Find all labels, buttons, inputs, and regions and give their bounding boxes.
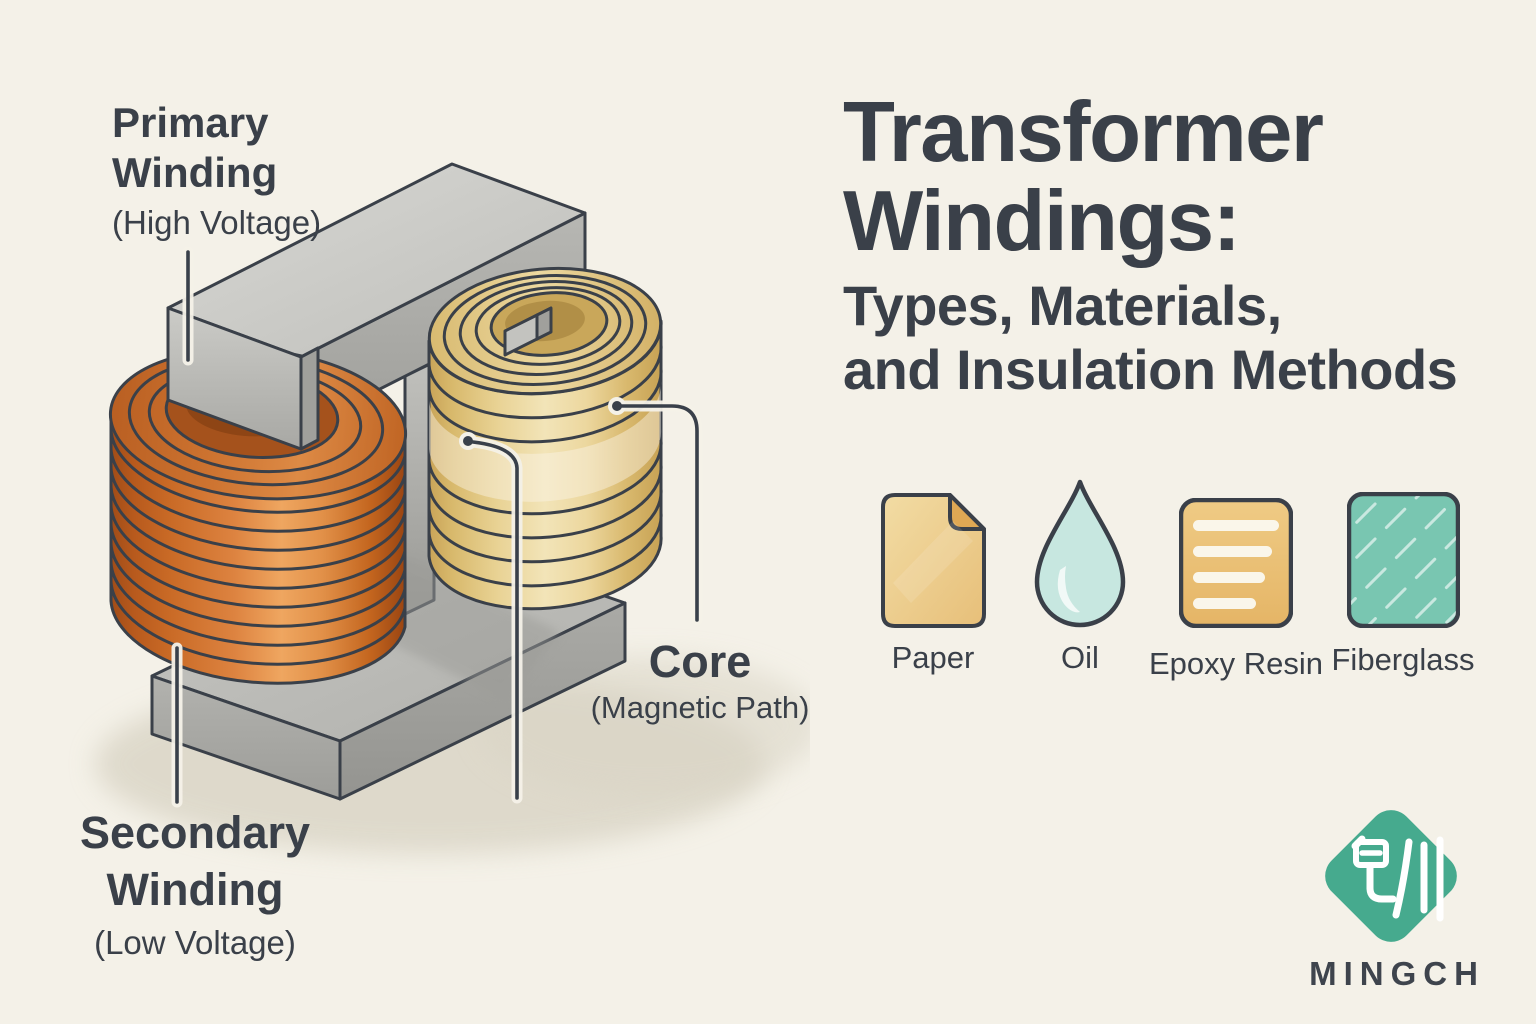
oil-droplet-icon — [1034, 479, 1126, 628]
primary-winding-turns — [109, 428, 407, 666]
brand-logo: MINGCH — [1297, 796, 1497, 993]
material-label-fiberglass: Fiberglass — [1331, 642, 1475, 677]
title-line-1: Transformer — [843, 85, 1324, 180]
primary-winding-title-line2: Winding — [112, 149, 278, 196]
primary-winding-note: (High Voltage) — [112, 204, 322, 241]
leader-lines — [171, 246, 703, 808]
material-label-oil: Oil — [1061, 640, 1099, 675]
core-limb-in-primary — [166, 306, 320, 451]
core-leader-dot-2 — [463, 436, 473, 446]
secondary-winding-title-line2: Winding — [106, 864, 284, 915]
mingch-diamond-logo-icon — [1325, 810, 1457, 942]
brand-wordmark: MINGCH — [1309, 955, 1485, 992]
material-item-epoxy: Epoxy Resin — [1146, 480, 1326, 682]
insulation-band — [429, 381, 662, 502]
core-leader-line-2 — [471, 440, 519, 800]
material-label-paper: Paper — [891, 640, 975, 675]
title-line-2: Windings: — [843, 174, 1241, 269]
core-label: Core (Magnetic Path) — [540, 636, 860, 727]
primary-winding-label: Primary Winding (High Voltage) — [112, 98, 321, 243]
material-item-paper: Paper — [843, 480, 1023, 676]
material-item-fiberglass: Fiberglass — [1313, 480, 1493, 678]
fiberglass-icon — [1346, 492, 1460, 628]
secondary-winding-title-line1: Secondary — [79, 807, 311, 858]
secondary-winding-label: Secondary Winding (Low Voltage) — [30, 804, 360, 963]
secondary-winding-turns — [427, 343, 663, 588]
material-item-oil: Oil — [990, 479, 1170, 676]
core-leader-line — [620, 404, 699, 622]
core-limb-in-secondary — [503, 306, 553, 357]
core-leader-dot — [612, 401, 622, 411]
paper-document-icon — [880, 493, 986, 628]
page-title: Transformer Windings: Types, Materials, … — [843, 85, 1458, 402]
subtitle-line-1: Types, Materials, — [843, 274, 1282, 337]
material-label-epoxy: Epoxy Resin — [1148, 646, 1324, 681]
core-note: (Magnetic Path) — [590, 690, 810, 725]
page-subtitle: Types, Materials, and Insulation Methods — [843, 274, 1458, 402]
transformer-illustration — [95, 162, 810, 854]
epoxy-resin-icon — [1179, 498, 1293, 628]
subtitle-line-2: and Insulation Methods — [843, 338, 1458, 401]
primary-winding-title-line1: Primary — [112, 99, 269, 146]
secondary-winding-note: (Low Voltage) — [94, 924, 296, 961]
core-title: Core — [648, 636, 752, 687]
